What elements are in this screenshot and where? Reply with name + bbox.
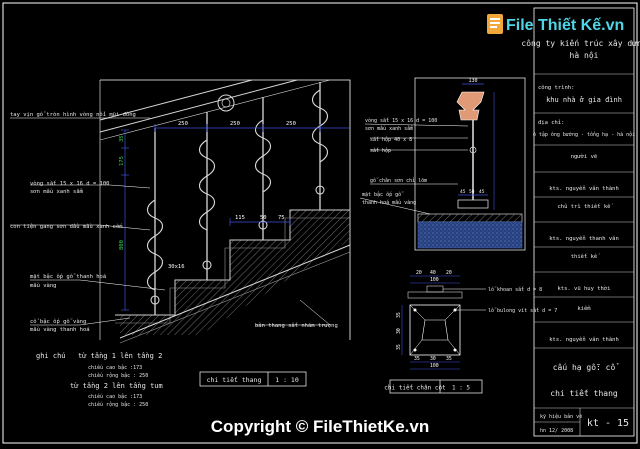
name-1: kts. nguyễn văn thành (549, 185, 619, 192)
plan-dim-top-3: 20 (446, 270, 452, 276)
project-label: công trình: (538, 84, 574, 91)
post-finial (456, 91, 485, 121)
callout-ring: vòng sắt 15 x 16 d = 100 (30, 180, 109, 187)
watermark-logo-text: File Thiết Kế.vn (506, 17, 624, 34)
stair-steps-outline (115, 209, 350, 316)
plan-dim-top2: 100 (430, 277, 439, 283)
dim-v-3: 800 (119, 240, 125, 250)
plan-dim-bottom-2: 30 (430, 356, 436, 362)
name-4: kts. nguyễn văn thành (549, 336, 619, 343)
drawing-no-label: kỹ hiệu bản vẽ (540, 413, 582, 420)
callout-tread-color: mầu vàng (30, 282, 57, 289)
role-1: người vẽ (571, 153, 598, 160)
callout-riser: cổ bậc ốp gỗ vàng (30, 318, 86, 325)
vertical-dimension-line (121, 129, 129, 311)
handrail-bottom (99, 79, 298, 133)
detail-callout-tread-color: thanh hoá mầu vàng (362, 199, 416, 206)
post-base-plan: 20 40 20 100 35 30 35 35 30 35 100 lỗ kh… (384, 270, 557, 394)
sheet-code: kt - 15 (587, 418, 629, 429)
callout-baluster: con tiện gang sơn dầu mầu xanh cốm (10, 223, 123, 230)
main-caption-box (199, 371, 307, 387)
leader-lines (10, 117, 331, 326)
role-4: kiểm (577, 305, 591, 312)
dim-step-2: 50 (260, 215, 267, 221)
callout-riser-color: mầu vàng thanh hoá (30, 326, 90, 333)
dim-v-2: 175 (119, 156, 125, 166)
callout-ring-paint: sơn mầu xanh sẫm (30, 188, 84, 195)
plan-dim-bottom-1: 35 (414, 356, 420, 362)
post-base-detail: 130 45 50 45 vòng sắt 15 x 16 d = 100 sơ… (359, 77, 526, 251)
main-caption: chi tiết thang (207, 376, 262, 384)
note-1-line-2: chiều rộng bậc : 250 (88, 372, 148, 379)
step-dimension-line (229, 218, 291, 226)
name-3: kts. vũ huy thời (558, 285, 611, 292)
detail-callout-wood: gỗ chân sơn chỉ lõm (370, 177, 427, 184)
top-dimension-line (154, 124, 350, 132)
notes-block: ghi chú từ tầng 1 lên tầng 2 chiều cao b… (36, 352, 163, 408)
location-label: địa chỉ: (538, 119, 565, 126)
role-2: chủ trì thiết kế (558, 203, 614, 210)
detail-dim-base-3: 45 (479, 189, 485, 195)
detail-callout-tread: mặt bậc ốp gỗ (362, 191, 404, 198)
note-2-line-2: chiều rộng bậc : 250 (88, 401, 148, 408)
detail-scale: 1 : 5 (452, 385, 470, 392)
plan-dim-bottom2: 100 (430, 363, 439, 369)
detail-caption-box (389, 379, 483, 394)
note-2-title: từ tầng 2 lên tầng tum (70, 382, 163, 390)
callout-tread: mặt bậc ốp gỗ thanh hoá (30, 273, 106, 280)
dim-v-1: 35 (119, 135, 125, 142)
plan-dim-bottom-3: 35 (446, 356, 452, 362)
balusters (154, 82, 321, 315)
company-line-2: hà nội (570, 51, 599, 60)
dim-step-3: 75 (278, 215, 285, 221)
project-value: khu nhà ở gia đình (546, 96, 622, 104)
sheet-title-2: chi tiết thang (550, 388, 618, 398)
detail-dim-base-1: 45 (460, 189, 466, 195)
detail-callout-steel: sắt hộp (370, 147, 391, 154)
plan-dim-side-3: 35 (396, 344, 402, 350)
note-1-line-1: chiều cao bậc :173 (88, 364, 142, 371)
main-stair-elevation: 250 250 250 115 50 75 30x16 35 175 800 (10, 79, 351, 387)
name-2: kts. nguyễn thanh văn (549, 235, 619, 242)
plan-callout-bolt: lỗ bulong vít sắt d = 7 (488, 307, 557, 314)
location-value: ô tập ông bướng - tổng hạ - hà nội (533, 131, 635, 138)
dim-step-1: 115 (235, 215, 245, 221)
dim-top-3: 250 (286, 121, 296, 127)
dim-top-1: 250 (178, 121, 188, 127)
sheet-frame (2, 2, 638, 444)
note-2-line-1: chiều cao bậc :173 (88, 393, 142, 400)
detail-dim-base-2: 50 (469, 189, 475, 195)
callout-stair-slab: bản thang sắt nhám trượng (255, 322, 338, 329)
callout-handrail: tay vịn gỗ tròn hình vòng nổi mũi đồng (10, 111, 136, 118)
detail-callout-box-steel: sắt hộp 40 x 8 (370, 136, 412, 143)
watermark-logo: File Thiết Kế.vn (487, 14, 624, 34)
plan-dim-top-2: 40 (430, 270, 436, 276)
dim-top-2: 250 (230, 121, 240, 127)
dim-small: 30x16 (168, 264, 185, 270)
plan-dim-top-1: 20 (416, 270, 422, 276)
role-3: thiết kế (571, 253, 600, 260)
detail-callout-ring-paint: sơn mầu xanh sẫm (365, 125, 413, 132)
sheet-title-1: cấu hạ gỗ: cổ (553, 362, 620, 372)
baluster-scrolls (146, 89, 329, 305)
stair-hatch-zone (120, 210, 350, 335)
detail-callout-ring: vòng sắt 15 x 16 d = 100 (365, 117, 437, 124)
rail-ornament (217, 94, 235, 112)
title-block-dividers (534, 73, 634, 436)
plan-dim-side-1: 35 (396, 312, 402, 318)
plan-callout-drill: lỗ khoan sắt d = 8 (488, 286, 542, 293)
handrail-top (99, 79, 253, 121)
watermark-copyright: Copyright © FileThietKe.vn (211, 417, 429, 436)
detail-dim-top: 130 (468, 78, 477, 84)
note-1-title: từ tầng 1 lên tầng 2 (78, 352, 162, 360)
detail-caption: chi tiết chân cột (384, 385, 446, 392)
company-line-1: công ty kiến trúc xây dựng (521, 38, 640, 48)
main-scale: 1 : 10 (275, 376, 299, 384)
plan-dim-side-2: 30 (396, 328, 402, 334)
notes-heading: ghi chú (36, 352, 66, 360)
sheet-date: hn 12/ 2008 (540, 428, 573, 434)
